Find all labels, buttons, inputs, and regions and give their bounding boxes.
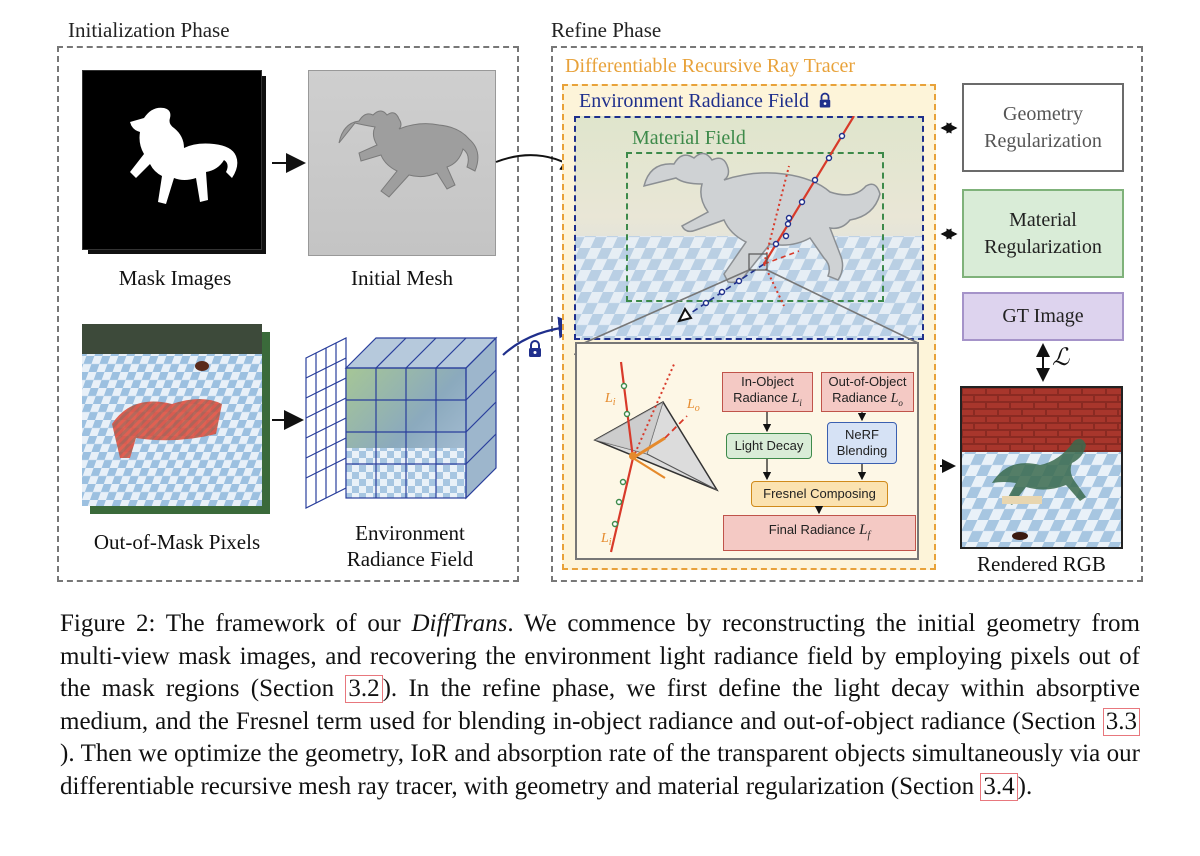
li-bottom-label: L (600, 531, 609, 546)
horse-silhouette-icon (130, 107, 238, 204)
caption-part-2: . We commence by reconstructing the init… (60, 610, 1140, 702)
env-radiance-title: Environment Radiance Field (579, 90, 832, 113)
loss-symbol: ℒ (1052, 345, 1070, 371)
light-decay-box: Light Decay (726, 433, 812, 459)
mask-images-label: Mask Images (118, 266, 232, 290)
fresnel-label: Fresnel Composing (763, 486, 876, 501)
zoom-lines (583, 269, 919, 344)
section-ref-3[interactable]: 3.4 (980, 772, 1018, 801)
material-reg-line2: Regularization (984, 235, 1102, 258)
svg-text:Li: Li (600, 531, 612, 548)
material-field-box (626, 152, 884, 302)
refine-phase-box (551, 46, 1143, 582)
gt-image-box: GT Image (962, 292, 1124, 341)
lock-icon-2 (819, 92, 831, 108)
rendered-rgb-label: Rendered RGB (977, 552, 1106, 576)
material-regularization-box: Material Regularization (962, 189, 1124, 278)
ray-detail-diagram: Li Lo Li (593, 361, 719, 553)
initial-mesh-label: Initial Mesh (350, 266, 454, 290)
env-radiance-title-text: Environment Radiance Field (579, 90, 809, 112)
env-radiance-grid-icon (305, 336, 498, 509)
caption-method-name: DiffTrans (411, 610, 508, 637)
in-object-line1: In-Object (741, 373, 794, 389)
li-top-label: L (604, 391, 613, 406)
checker-scene-icon (82, 324, 262, 506)
svg-text:Li: Li (604, 391, 616, 408)
figure-caption: Figure 2: The framework of our DiffTrans… (60, 608, 1140, 803)
in-object-line2: Radiance (733, 389, 788, 405)
section-ref-2[interactable]: 3.3 (1102, 707, 1140, 736)
geometry-reg-line2: Regularization (984, 129, 1102, 152)
section-ref-1[interactable]: 3.2 (345, 675, 383, 703)
lock-icon (529, 340, 541, 357)
nerf-line1: NeRF (845, 427, 879, 442)
mask-images (82, 70, 268, 256)
flow-arrows (762, 122, 1050, 515)
material-reg-line1: Material (1009, 208, 1077, 231)
geometry-reg-line1: Geometry (1003, 102, 1083, 125)
env-field-label-1: Environment (355, 521, 465, 545)
rendered-rgb-image (960, 386, 1123, 549)
light-decay-label: Light Decay (734, 438, 804, 453)
final-radiance-box: Final Radiance Lf (723, 515, 916, 551)
init-phase-box (57, 46, 519, 582)
nerf-line2: Blending (836, 443, 888, 458)
in-object-radiance-box: In-Object Radiance Li (722, 372, 813, 412)
final-label: Final Radiance (768, 522, 856, 537)
lo-label: L (686, 397, 695, 412)
env-field-label-2: Radiance Field (346, 547, 474, 571)
caption-part-1: Figure 2: The framework of our (60, 610, 412, 637)
horse-ray-scene (574, 116, 881, 357)
env-radiance-box (574, 116, 924, 340)
caption-part-4: ). Then we optimize the geometry, IoR an… (60, 740, 1140, 800)
initial-mesh-image (308, 70, 496, 256)
svg-text:Lo: Lo (686, 397, 700, 414)
caption-part-5: ). (1017, 772, 1033, 800)
out-of-mask-label: Out-of-Mask Pixels (93, 530, 261, 554)
out-of-mask-images (82, 324, 272, 516)
horse-mesh-icon (338, 110, 479, 198)
caption-part-3: ). In the refine phase, we first define … (60, 675, 1140, 735)
ray-tracer-title: Differentiable Recursive Ray Tracer (565, 55, 856, 77)
nerf-blending-box: NeRF Blending (827, 422, 897, 464)
material-field-title: Material Field (632, 127, 746, 149)
out-object-line2: Radiance (832, 389, 887, 405)
gt-image-label: GT Image (1002, 305, 1084, 327)
init-phase-title: Initialization Phase (68, 18, 230, 42)
refine-phase-title: Refine Phase (551, 18, 662, 42)
geometry-regularization-box: Geometry Regularization (962, 83, 1124, 172)
out-object-radiance-box: Out-of-Object Radiance Lo (821, 372, 914, 412)
fresnel-composing-box: Fresnel Composing (751, 481, 888, 507)
out-object-line1: Out-of-Object (828, 373, 907, 389)
